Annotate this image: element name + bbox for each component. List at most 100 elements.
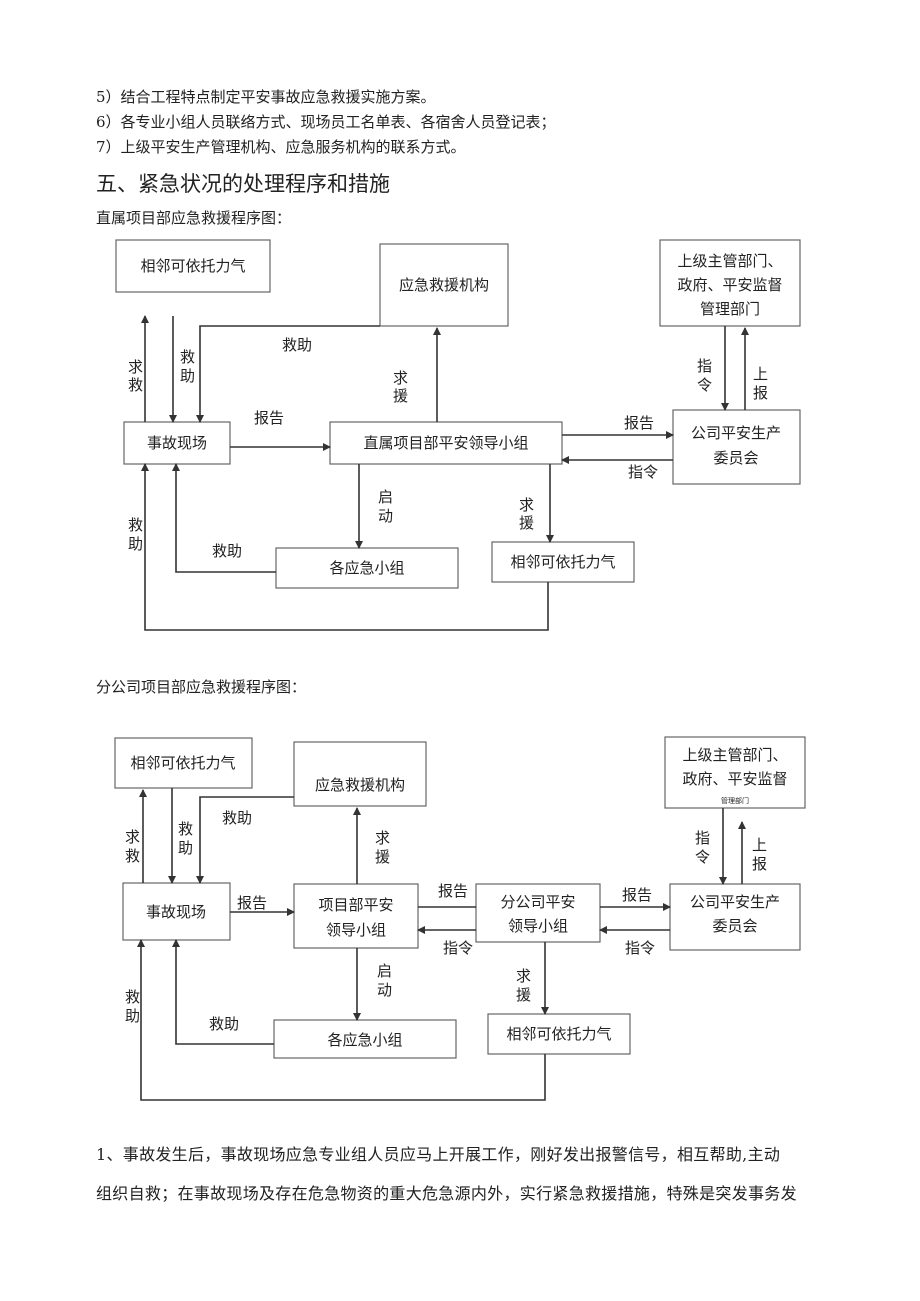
box-neighbor-label: 相邻可依托力气	[140, 257, 245, 275]
label-report: 报告	[438, 882, 468, 900]
label-report: 报告	[624, 414, 654, 432]
box-superior-label: 政府、平安监督	[677, 276, 782, 294]
label-help: 救	[125, 988, 140, 1006]
label-order: 指令	[628, 463, 658, 481]
box-committee-label: 委员会	[712, 917, 757, 935]
box-neighbor2-label: 相邻可依托力气	[506, 1025, 611, 1043]
label-help: 助	[125, 1007, 140, 1025]
connector-arrow	[196, 325, 380, 423]
label-order: 指	[697, 357, 712, 375]
box-project-label: 领导小组	[326, 921, 386, 939]
label-order: 令	[695, 848, 710, 866]
label-ask: 求	[393, 369, 408, 387]
label-report: 报告	[237, 894, 267, 912]
connector-arrow	[172, 939, 274, 1045]
box-branch-label: 分公司平安	[500, 893, 575, 911]
label-help: 救助	[212, 542, 242, 560]
label-seek: 求	[125, 828, 140, 846]
box-superior	[664, 736, 806, 809]
diagram2: 相邻可依托力气 应急救援机构 上级主管部门、 政府、平安监督 管理部门 事故现场…	[114, 736, 806, 1101]
label-report-up: 上	[752, 836, 767, 854]
paragraph-line: 组织自救；在事故现场及存在危急物资的重大危急源内外，实行紧急救援措施，特殊是突发…	[96, 1184, 797, 1203]
box-groups	[275, 547, 459, 589]
box-groups-label: 各应急小组	[327, 1031, 402, 1049]
label-seek: 救	[128, 376, 143, 394]
box-groups	[273, 1019, 457, 1059]
connector-arrow	[196, 796, 294, 884]
box-site-label: 事故现场	[147, 434, 207, 452]
box-neighbor2	[491, 541, 635, 583]
connector-arrow	[141, 463, 549, 631]
label-report-up: 报	[753, 384, 768, 402]
box-superior-label: 管理部门	[700, 300, 760, 318]
box-neighbor	[114, 737, 253, 789]
label-help: 救助	[209, 1015, 239, 1033]
label-report: 报告	[254, 409, 284, 427]
diagram2-caption: 分公司项目部应急救援程序图：	[96, 678, 307, 696]
box-superior-label: 政府、平安监督	[682, 770, 787, 788]
box-site-label: 事故现场	[146, 903, 206, 921]
box-branch	[475, 883, 601, 943]
label-start: 启	[378, 488, 393, 506]
label-seek: 求	[128, 358, 143, 376]
box-leader	[329, 421, 563, 465]
box-rescue-org	[293, 741, 427, 807]
label-help: 救	[180, 348, 195, 366]
label-start: 启	[377, 962, 392, 980]
box-neighbor	[115, 239, 271, 293]
box-superior-label: 管理部门	[721, 796, 749, 805]
section-title: 五、紧急状况的处理程序和措施	[96, 172, 390, 196]
diagram1-caption: 直属项目部应急救援程序图：	[96, 209, 292, 227]
list-item: 6）各专业小组人员联络方式、现场员工名单表、各宿舍人员登记表；	[96, 113, 556, 131]
box-committee	[672, 409, 801, 485]
connector-arrow	[137, 939, 546, 1101]
label-help: 助	[178, 839, 193, 857]
label-ask: 求	[375, 829, 390, 847]
box-project	[293, 883, 419, 949]
label-start: 动	[378, 507, 393, 525]
label-help: 救助	[222, 809, 252, 827]
list-item: 5）结合工程特点制定平安事故应急救援实施方案。	[96, 88, 436, 106]
label-order: 指令	[443, 939, 473, 957]
box-leader-label: 直属项目部平安领导小组	[363, 434, 528, 452]
label-ask: 援	[375, 848, 390, 866]
list-item: 7）上级平安生产管理机构、应急服务机构的联系方式。	[96, 138, 466, 156]
label-start: 动	[377, 981, 392, 999]
box-neighbor2	[487, 1013, 631, 1055]
label-help: 救	[128, 516, 143, 534]
label-report-up: 上	[753, 365, 768, 383]
box-site	[122, 882, 231, 941]
label-order: 指	[695, 829, 710, 847]
label-report-up: 报	[752, 855, 767, 873]
box-groups-label: 各应急小组	[329, 559, 404, 577]
label-order: 指令	[625, 939, 655, 957]
box-committee-label: 委员会	[713, 449, 758, 467]
box-project-label: 项目部平安	[318, 896, 393, 914]
box-committee	[669, 883, 801, 951]
connector-arrow	[172, 463, 276, 573]
box-superior	[659, 239, 801, 327]
label-ask: 求	[519, 496, 534, 514]
label-ask: 援	[516, 986, 531, 1004]
label-help: 救	[178, 820, 193, 838]
box-superior-label: 上级主管部门、	[682, 746, 787, 764]
paragraph-line: 1、事故发生后，事故现场应急专业组人员应马上开展工作，刚好发出报警信号，相互帮助…	[96, 1145, 781, 1164]
label-help: 助	[180, 367, 195, 385]
box-rescue-org	[379, 243, 509, 327]
label-report: 报告	[622, 886, 652, 904]
label-order: 令	[697, 376, 712, 394]
box-branch-label: 领导小组	[508, 917, 568, 935]
box-neighbor2-label: 相邻可依托力气	[510, 553, 615, 571]
label-ask: 求	[516, 967, 531, 985]
label-help: 救助	[282, 336, 312, 354]
label-ask: 援	[393, 387, 408, 405]
box-neighbor-label: 相邻可依托力气	[130, 754, 235, 772]
box-committee-label: 公司平安生产	[690, 893, 780, 911]
label-help: 助	[128, 535, 143, 553]
box-rescue-org-label: 应急救援机构	[399, 276, 489, 294]
diagram1: 相邻可依托力气 应急救援机构 上级主管部门、 政府、平安监督 管理部门 事故现场…	[115, 239, 801, 631]
box-superior-label: 上级主管部门、	[677, 252, 782, 270]
box-committee-label: 公司平安生产	[691, 424, 781, 442]
